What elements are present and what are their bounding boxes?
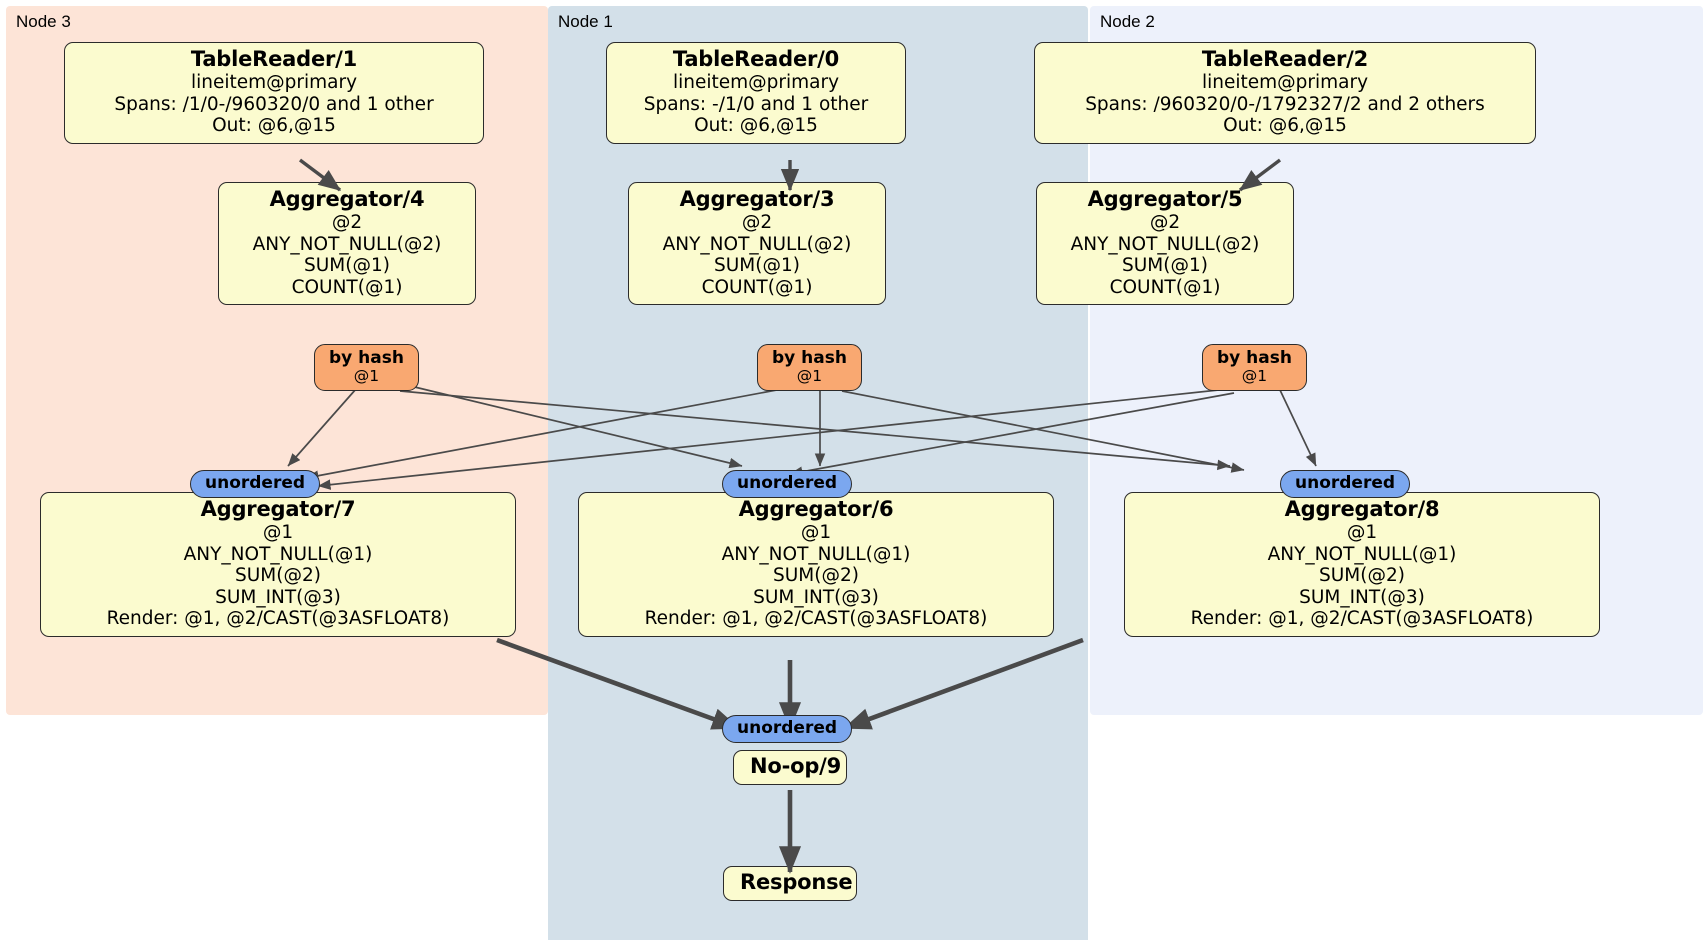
processor-detail-groupby: @1	[1346, 522, 1378, 544]
processor-detail-agg-3: SUM_INT(@3)	[215, 586, 341, 608]
router-by-hash-node-3[interactable]: by hash @1	[314, 344, 419, 392]
processor-detail-groupby: @2	[1149, 212, 1181, 234]
processor-detail-agg-2: SUM(@1)	[304, 255, 390, 277]
processor-tablereader-2[interactable]: TableReader/2 lineitem@primary Spans: /9…	[1034, 42, 1536, 144]
processor-tablereader-0[interactable]: TableReader/0 lineitem@primary Spans: -/…	[606, 42, 906, 144]
processor-detail-groupby: @2	[741, 212, 773, 234]
processor-detail-agg-1: ANY_NOT_NULL(@1)	[1267, 543, 1457, 565]
router-by-hash-node-1[interactable]: by hash @1	[757, 344, 862, 392]
processor-detail-agg-3: COUNT(@1)	[701, 276, 813, 298]
processor-detail-agg-1: ANY_NOT_NULL(@1)	[721, 543, 911, 565]
processor-detail-agg-3: COUNT(@1)	[1109, 276, 1221, 298]
processor-title: Aggregator/5	[1087, 187, 1243, 211]
processor-detail-table: lineitem@primary	[1201, 72, 1369, 94]
router-label: by hash	[1217, 348, 1292, 368]
processor-detail-agg-2: SUM(@2)	[1319, 565, 1405, 587]
processor-title: TableReader/0	[672, 47, 840, 71]
processor-aggregator-7[interactable]: Aggregator/7 @1 ANY_NOT_NULL(@1) SUM(@2)…	[40, 492, 516, 637]
processor-detail-render: Render: @1, @2/CAST(@3ASFLOAT8)	[106, 608, 450, 630]
processor-title: Response	[740, 870, 853, 894]
router-unordered-node-2[interactable]: unordered	[1280, 470, 1411, 499]
router-unordered-final[interactable]: unordered	[722, 715, 853, 744]
processor-title: Aggregator/8	[1284, 497, 1440, 521]
cluster-label-node-2: Node 2	[1100, 12, 1155, 31]
processor-detail-groupby: @1	[800, 522, 832, 544]
processor-detail-groupby: @1	[262, 522, 294, 544]
processor-aggregator-4[interactable]: Aggregator/4 @2 ANY_NOT_NULL(@2) SUM(@1)…	[218, 182, 476, 306]
processor-detail-agg-1: ANY_NOT_NULL(@2)	[1070, 233, 1260, 255]
processor-response[interactable]: Response	[723, 866, 857, 902]
processor-tablereader-1[interactable]: TableReader/1 lineitem@primary Spans: /1…	[64, 42, 484, 144]
processor-aggregator-8[interactable]: Aggregator/8 @1 ANY_NOT_NULL(@1) SUM(@2)…	[1124, 492, 1600, 637]
processor-detail-out: Out: @6,@15	[1223, 115, 1347, 137]
router-label: by hash	[772, 348, 847, 368]
processor-aggregator-3[interactable]: Aggregator/3 @2 ANY_NOT_NULL(@2) SUM(@1)…	[628, 182, 886, 306]
processor-detail-groupby: @2	[331, 212, 363, 234]
processor-detail-agg-3: SUM_INT(@3)	[753, 586, 879, 608]
router-unordered-node-3[interactable]: unordered	[190, 470, 321, 499]
processor-detail-render: Render: @1, @2/CAST(@3ASFLOAT8)	[644, 608, 988, 630]
router-label: by hash	[329, 348, 404, 368]
processor-title: No-op/9	[750, 754, 842, 778]
router-label: unordered	[205, 473, 306, 493]
router-by-hash-node-2[interactable]: by hash @1	[1202, 344, 1307, 392]
processor-no-op-9[interactable]: No-op/9	[733, 750, 847, 786]
processor-aggregator-5[interactable]: Aggregator/5 @2 ANY_NOT_NULL(@2) SUM(@1)…	[1036, 182, 1294, 306]
processor-detail-agg-2: SUM(@1)	[1122, 255, 1208, 277]
processor-detail-agg-2: SUM(@2)	[235, 565, 321, 587]
processor-detail-agg-1: ANY_NOT_NULL(@2)	[662, 233, 852, 255]
processor-detail-agg-1: ANY_NOT_NULL(@1)	[183, 543, 373, 565]
processor-detail-agg-1: ANY_NOT_NULL(@2)	[252, 233, 442, 255]
processor-title: TableReader/1	[190, 47, 358, 71]
router-detail: @1	[353, 367, 380, 386]
router-unordered-node-1[interactable]: unordered	[722, 470, 853, 499]
processor-detail-table: lineitem@primary	[190, 72, 358, 94]
processor-detail-agg-3: COUNT(@1)	[291, 276, 403, 298]
router-detail: @1	[1241, 367, 1268, 386]
processor-detail-spans: Spans: /1/0-/960320/0 and 1 other	[114, 93, 434, 115]
processor-title: TableReader/2	[1201, 47, 1369, 71]
router-label: unordered	[737, 718, 838, 738]
router-label: unordered	[1295, 473, 1396, 493]
processor-title: Aggregator/4	[269, 187, 425, 211]
processor-detail-agg-3: SUM_INT(@3)	[1299, 586, 1425, 608]
cluster-label-node-3: Node 3	[16, 12, 71, 31]
processor-detail-spans: Spans: /960320/0-/1792327/2 and 2 others	[1085, 93, 1485, 115]
processor-detail-render: Render: @1, @2/CAST(@3ASFLOAT8)	[1190, 608, 1534, 630]
router-detail: @1	[796, 367, 823, 386]
processor-detail-agg-2: SUM(@2)	[773, 565, 859, 587]
processor-detail-out: Out: @6,@15	[694, 115, 818, 137]
processor-detail-agg-2: SUM(@1)	[714, 255, 800, 277]
processor-title: Aggregator/7	[200, 497, 356, 521]
router-label: unordered	[737, 473, 838, 493]
processor-title: Aggregator/3	[679, 187, 835, 211]
processor-detail-out: Out: @6,@15	[212, 115, 336, 137]
processor-detail-table: lineitem@primary	[672, 72, 840, 94]
processor-detail-spans: Spans: -/1/0 and 1 other	[643, 93, 869, 115]
cluster-label-node-1: Node 1	[558, 12, 613, 31]
processor-title: Aggregator/6	[738, 497, 894, 521]
processor-aggregator-6[interactable]: Aggregator/6 @1 ANY_NOT_NULL(@1) SUM(@2)…	[578, 492, 1054, 637]
